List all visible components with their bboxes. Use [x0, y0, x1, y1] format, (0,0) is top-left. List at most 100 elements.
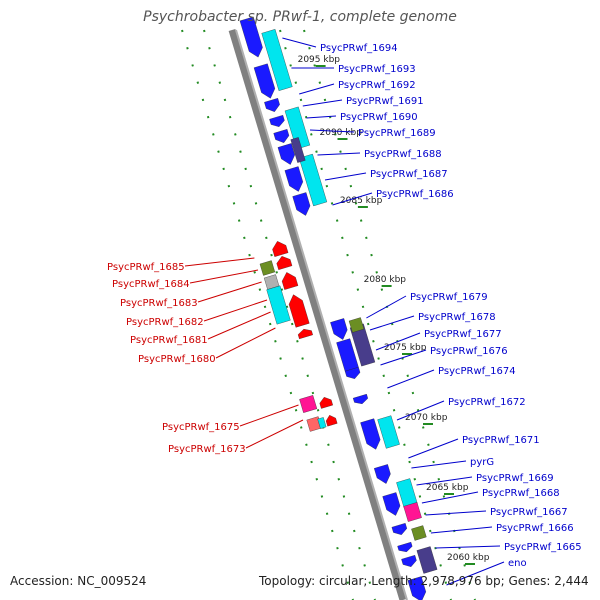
- outer-left-guide: [181, 29, 354, 600]
- forward-label-leader-18: [416, 476, 473, 486]
- forward-label-1: PsycPRwf_1694: [320, 43, 398, 54]
- feature-layers: [239, 16, 438, 600]
- forward-cds-18-group: [401, 555, 417, 567]
- reverse-cds-7: [325, 415, 338, 427]
- forward-cds-4: [269, 115, 285, 127]
- forward-cds-8-group: [292, 192, 311, 216]
- reverse-cds-6: [319, 397, 333, 409]
- forward-gene-2-group: [284, 106, 311, 150]
- other-feature-1-group: [290, 137, 306, 163]
- forward-label-12: PsycPRwf_1677: [424, 329, 502, 340]
- forward-label-leader-16: [408, 438, 459, 459]
- forward-label-leader-1: [282, 37, 317, 48]
- reverse-cds-1: [272, 241, 289, 257]
- forward-cds-19: [407, 576, 427, 600]
- reverse-label-4: PsycPRwf_1682: [126, 317, 204, 328]
- forward-label-leader-22: [435, 545, 501, 549]
- reverse-cds-6-group: [319, 397, 333, 409]
- forward-gene-4: [377, 415, 400, 449]
- scale-label-6: 2070 kbp: [405, 413, 448, 423]
- forward-cds-5-group: [273, 129, 290, 143]
- forward-label-leader-6: [309, 129, 355, 133]
- rna-feature-2-group: [411, 525, 427, 541]
- pseudo-feature-1: [403, 502, 422, 522]
- forward-gene-6-group: [266, 285, 291, 325]
- reverse-label-leader-3: [197, 281, 262, 303]
- rna-feature-1: [348, 317, 365, 333]
- forward-cds-17-group: [397, 541, 413, 552]
- scale-label-5: 2075 kbp: [384, 343, 427, 353]
- forward-cds-15: [382, 492, 401, 516]
- forward-label-18: PsycPRwf_1669: [476, 473, 554, 484]
- forward-cds-4-group: [269, 115, 285, 127]
- forward-cds-9-group: [330, 318, 348, 340]
- forward-label-3: PsycPRwf_1692: [338, 80, 416, 91]
- forward-label-leader-12: [375, 332, 421, 351]
- reverse-cds-5: [297, 329, 313, 340]
- forward-label-17: pyrG: [470, 457, 494, 468]
- forward-label-15: PsycPRwf_1672: [448, 397, 526, 408]
- forward-cds-13-group: [360, 418, 381, 450]
- forward-cds-2-group: [253, 63, 276, 99]
- forward-label-2: PsycPRwf_1693: [338, 64, 416, 75]
- pseudo-feature-2-group: [299, 395, 318, 413]
- reverse-cds-3-group: [281, 272, 299, 290]
- forward-cds-6: [277, 143, 295, 165]
- forward-cds-8: [292, 192, 311, 216]
- forward-cds-11: [344, 367, 361, 379]
- forward-gene-7-group: [317, 417, 327, 429]
- forward-cds-7: [284, 166, 304, 192]
- forward-cds-18: [401, 555, 417, 567]
- reverse-cds-2-group: [276, 256, 293, 270]
- forward-cds-14: [374, 464, 391, 484]
- genome-backbone: [228, 28, 407, 600]
- forward-label-leader-5: [306, 115, 337, 119]
- forward-label-leader-21: [430, 526, 493, 534]
- forward-label-21: PsycPRwf_1666: [496, 523, 574, 534]
- accession-text: Accession: NC_009524: [10, 574, 147, 588]
- forward-cds-3: [264, 98, 280, 112]
- reverse-label-6: PsycPRwf_1680: [138, 354, 216, 365]
- forward-cds-7-group: [284, 166, 304, 192]
- forward-label-leader-20: [425, 510, 487, 516]
- genome-backbone-shade: [235, 29, 408, 600]
- forward-label-7: PsycPRwf_1688: [364, 149, 442, 160]
- forward-label-10: PsycPRwf_1679: [410, 292, 488, 303]
- forward-label-11: PsycPRwf_1678: [418, 312, 496, 323]
- forward-label-4: PsycPRwf_1691: [346, 96, 424, 107]
- reverse-label-leader-6: [215, 327, 276, 359]
- forward-cds-1-group: [239, 16, 263, 58]
- forward-label-16: PsycPRwf_1671: [462, 435, 540, 446]
- scale-label-1: 2095 kbp: [298, 55, 341, 65]
- forward-label-leader-23: [446, 561, 505, 586]
- pseudo-feature-2: [299, 395, 318, 413]
- forward-label-leader-11: [369, 315, 415, 331]
- reverse-cds-4: [288, 294, 310, 328]
- forward-label-14: PsycPRwf_1674: [438, 366, 516, 377]
- forward-gene-3-group: [298, 153, 328, 207]
- reverse-label-leader-1: [184, 257, 255, 267]
- forward-label-9: PsycPRwf_1686: [376, 189, 454, 200]
- scale-label-4: 2080 kbp: [364, 275, 407, 285]
- reverse-label-1: PsycPRwf_1685: [107, 262, 185, 273]
- rna-feature-3: [259, 260, 276, 276]
- forward-cds-2: [253, 63, 276, 99]
- reverse-label-leader-4: [203, 299, 268, 322]
- forward-label-leader-14: [387, 369, 435, 389]
- rna-feature-1-group: [348, 317, 365, 333]
- forward-gene-3: [298, 153, 328, 207]
- forward-label-22: PsycPRwf_1665: [504, 542, 582, 553]
- forward-gene-7: [317, 417, 327, 429]
- forward-label-6: PsycPRwf_1689: [358, 128, 436, 139]
- reverse-cds-4-group: [288, 294, 310, 328]
- reverse-label-leader-8: [245, 419, 304, 449]
- forward-cds-3-group: [264, 98, 280, 112]
- forward-label-leader-7: [317, 152, 361, 156]
- forward-cds-12-group: [352, 393, 368, 404]
- forward-label-19: PsycPRwf_1668: [482, 488, 560, 499]
- reverse-cds-3: [281, 272, 299, 290]
- forward-label-leader-4: [302, 99, 343, 107]
- pseudo-feature-1-group: [403, 502, 422, 522]
